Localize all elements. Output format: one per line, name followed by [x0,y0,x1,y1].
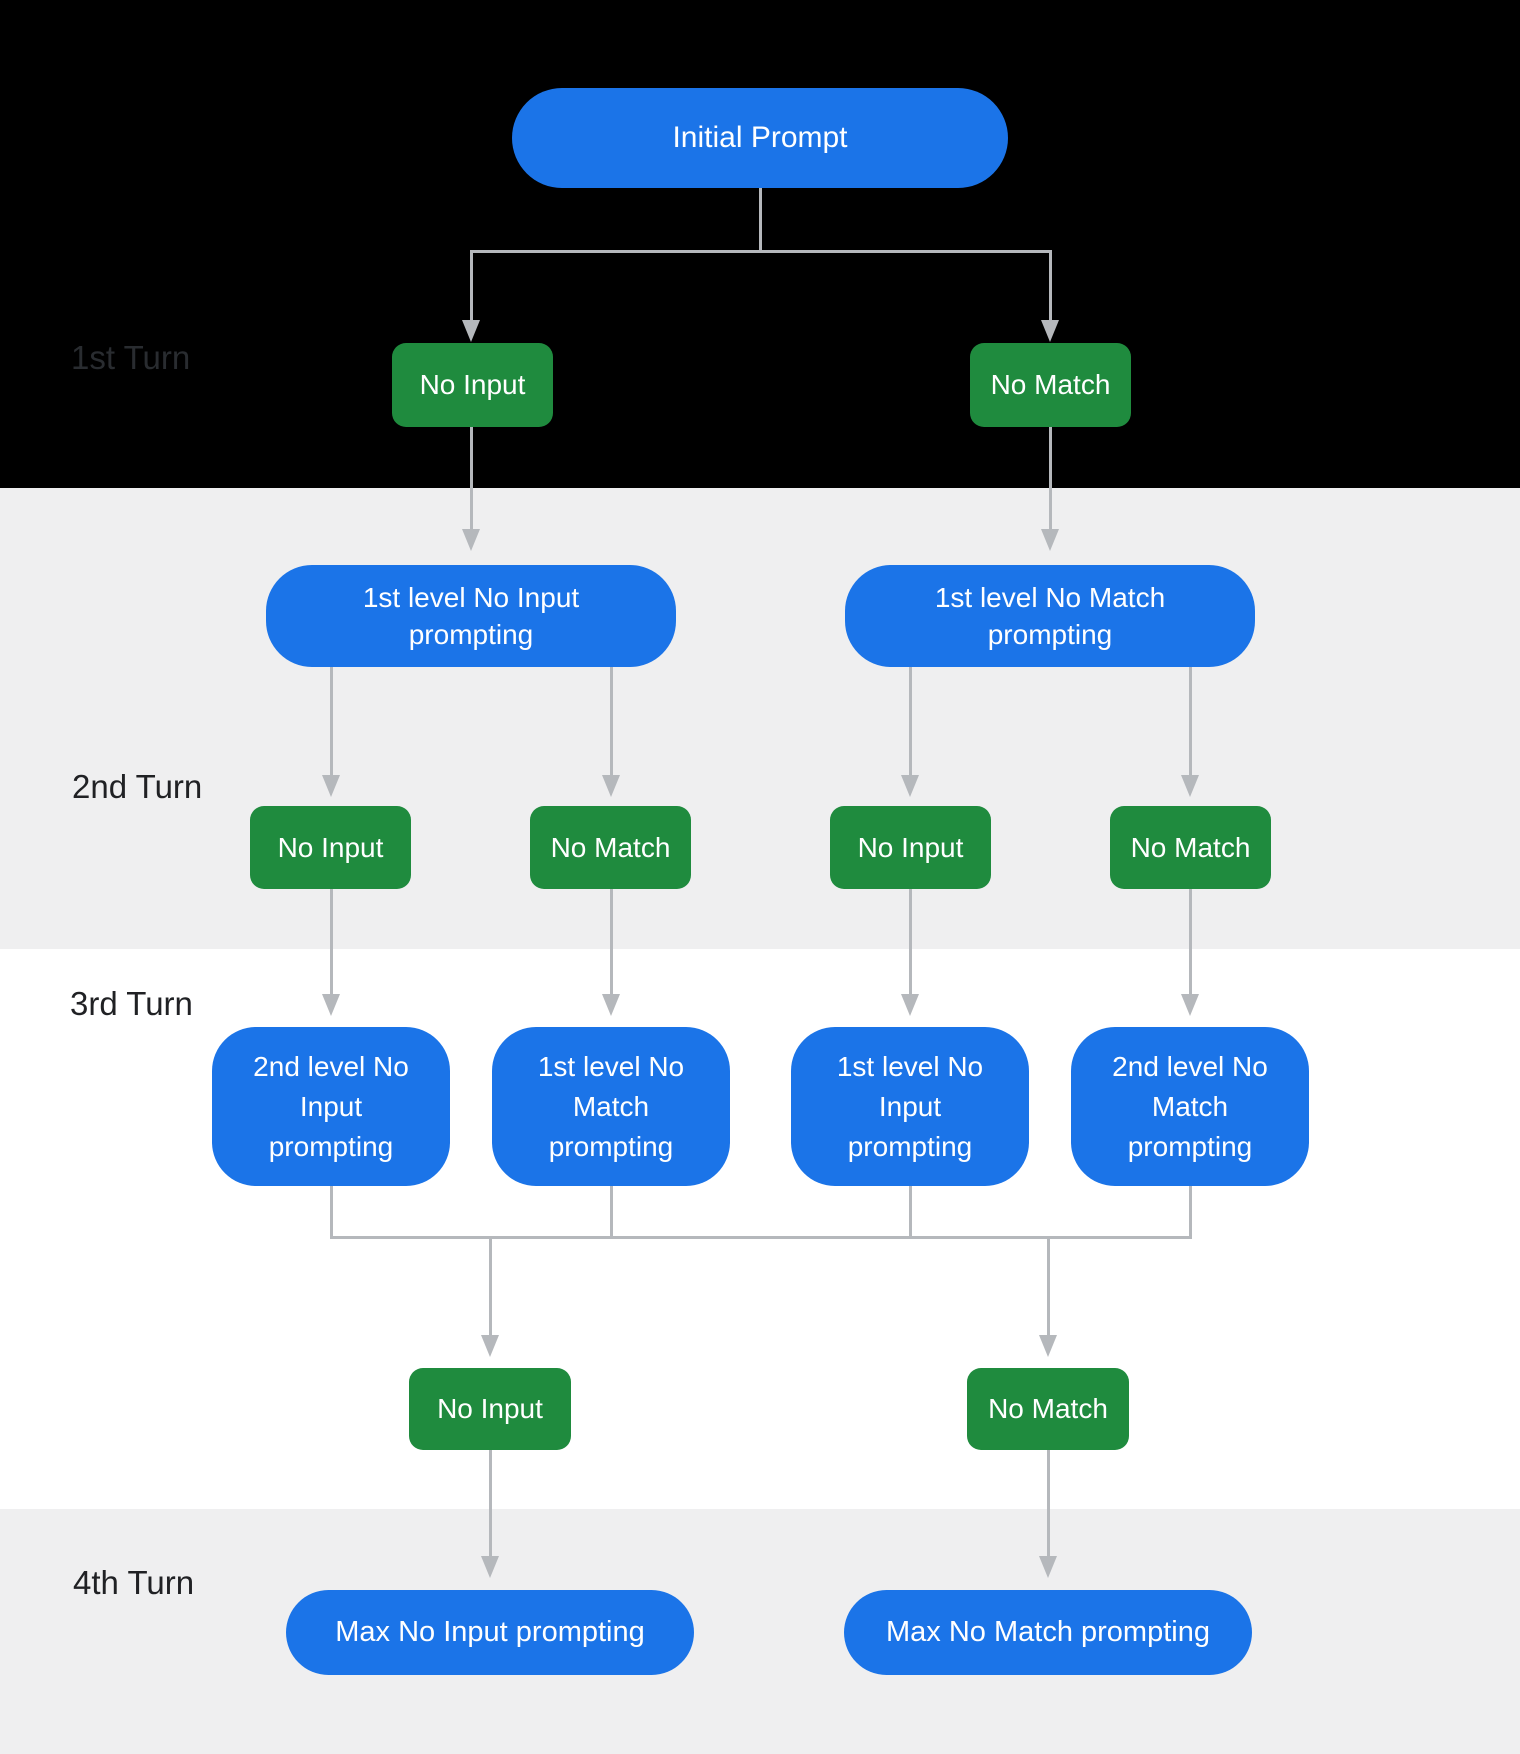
connector-to-t3-prompt-3 [909,889,912,996]
section-turn2-background [0,488,1520,949]
node-initial-prompt: Initial Prompt [512,88,1008,188]
connector-merge-bus [330,1236,1192,1239]
connector-branch-right-drop [1049,250,1052,322]
connector-to-t3-prompt-1 [330,889,333,996]
node-t3-prompt-3: 1st level No Input prompting [791,1027,1029,1186]
node-t2-left-prompt: 1st level No Input prompting [266,565,676,667]
connector-to-t3-prompt-4 [1189,889,1192,996]
connector-to-max-no-input [489,1450,492,1558]
node-t3-prompt-4: 2nd level No Match prompting [1071,1027,1309,1186]
node-max-no-input-prompting: Max No Input prompting [286,1590,694,1675]
arrowhead-to-t1-no-input [462,320,480,342]
node-t3-prompt-1: 2nd level No Input prompting [212,1027,450,1186]
arrowhead-to-t2-right-prompt [1041,529,1059,551]
node-t2-right-prompt: 1st level No Match prompting [845,565,1255,667]
arrowhead-to-t3-prompt-4 [1181,994,1199,1016]
turn-label-2nd: 2nd Turn [72,768,203,805]
connector-to-t3-prompt-2 [610,889,613,996]
arrowhead-to-max-no-input [481,1556,499,1578]
connector-to-max-no-match [1047,1450,1050,1558]
connector-bus-to-no-input [489,1237,492,1337]
arrowhead-to-t3-no-match [1039,1335,1057,1357]
arrowhead-to-t2-left-prompt [462,529,480,551]
connector-t3-prompt-4-stub [1189,1186,1192,1238]
arrowhead-to-max-no-match [1039,1556,1057,1578]
connector-t2-left-to-no-match [610,667,613,777]
node-t1-no-match: No Match [970,343,1131,427]
node-t3-no-match: No Match [967,1368,1129,1450]
connector-t2-left-to-no-input [330,667,333,777]
node-t2-no-match-1: No Match [530,806,691,889]
node-max-no-match-prompting: Max No Match prompting [844,1590,1252,1675]
section-turn4-background [0,1509,1520,1754]
arrowhead-to-t2-no-input-2 [901,775,919,797]
connector-t1-no-match-down [1049,427,1052,531]
connector-t3-prompt-2-stub [610,1186,613,1238]
arrowhead-to-t2-no-match-1 [602,775,620,797]
arrowhead-to-t1-no-match [1041,320,1059,342]
turn-label-4th: 4th Turn [73,1564,195,1601]
node-t2-no-input-2: No Input [830,806,991,889]
connector-initial-branch [470,250,1051,253]
node-t1-no-input: No Input [392,343,553,427]
section-turn3-background [0,949,1520,1509]
arrowhead-to-t2-no-match-2 [1181,775,1199,797]
node-t3-no-input: No Input [409,1368,571,1450]
turn-label-3rd: 3rd Turn [70,985,193,1022]
connector-t2-right-to-no-match [1189,667,1192,777]
connector-t3-prompt-3-stub [909,1186,912,1238]
connector-t3-prompt-1-stub [330,1186,333,1238]
connector-t2-right-to-no-input [909,667,912,777]
turn-label-1st: 1st Turn [71,339,191,376]
arrowhead-to-t3-prompt-1 [322,994,340,1016]
node-t2-no-match-2: No Match [1110,806,1271,889]
arrowhead-to-t3-prompt-2 [602,994,620,1016]
connector-bus-to-no-match [1047,1237,1050,1337]
connector-t1-no-input-down [470,427,473,531]
node-t3-prompt-2: 1st level No Match prompting [492,1027,730,1186]
connector-initial-stem [759,188,762,250]
arrowhead-to-t3-prompt-3 [901,994,919,1016]
node-t2-no-input-1: No Input [250,806,411,889]
arrowhead-to-t2-no-input-1 [322,775,340,797]
arrowhead-to-t3-no-input [481,1335,499,1357]
connector-branch-left-drop [470,250,473,322]
